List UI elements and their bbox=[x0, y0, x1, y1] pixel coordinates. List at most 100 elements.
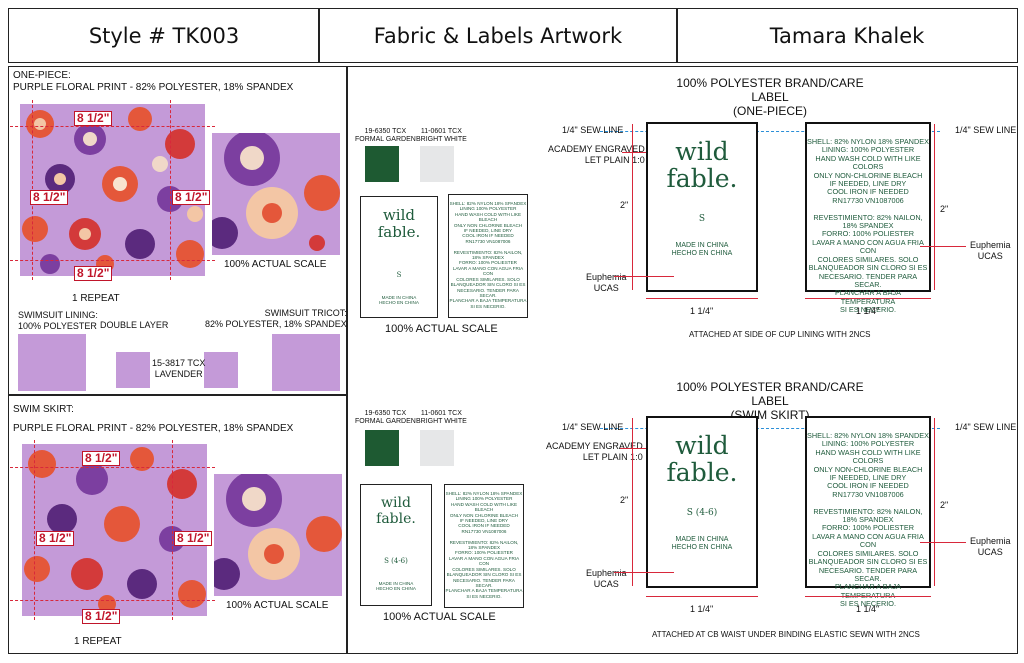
width-label-top-right: 1 1/4" bbox=[856, 306, 880, 316]
brand-size: S bbox=[396, 271, 402, 279]
designer-name: Tamara Khalek bbox=[676, 8, 1018, 63]
care-label-small-bottom: SHELL: 82% NYLON 18% SPANDEX LINING 100%… bbox=[444, 484, 524, 608]
care-label-big-bottom: SHELL: 82% NYLON 18% SPANDEX LINING: 100… bbox=[805, 416, 931, 608]
skirt-guide-top bbox=[10, 467, 215, 468]
floral-pattern-skirt bbox=[24, 447, 206, 613]
swim-skirt-heading: SWIM SKIRT: bbox=[13, 404, 74, 415]
white-code-top: 11-0601 TCX BRIGHT WHITE bbox=[416, 128, 467, 143]
height-guide-top bbox=[632, 124, 633, 290]
engraved-note-top: ACADEMY ENGRAVED LET PLAIN 1:0 bbox=[548, 144, 645, 165]
width-guide-bottom-right bbox=[805, 596, 931, 597]
style-number: Style # TK003 bbox=[8, 8, 320, 63]
green-code-top: 19-6350 TCX FORMAL GARDEN bbox=[355, 128, 416, 143]
skirt-measure-bottom: 8 1/2" bbox=[82, 609, 121, 624]
width-label-bottom-right: 1 1/4" bbox=[856, 604, 880, 614]
sew-line-top bbox=[600, 131, 940, 132]
brand-big-size-b: S (4-6) bbox=[686, 508, 718, 518]
font-leader-bottom-right bbox=[920, 542, 966, 543]
engraved-leader-top bbox=[622, 152, 662, 153]
green-swatch-bottom bbox=[365, 430, 399, 466]
label-spec-title-top: 100% POLYESTER BRAND/CARE LABEL (ONE-PIE… bbox=[676, 76, 864, 118]
height-label-bottom-right: 2" bbox=[940, 500, 949, 510]
brand-big-line1: wild bbox=[675, 137, 729, 166]
width-label-bottom-left: 1 1/4" bbox=[690, 604, 714, 614]
sew-line-label-top-left: 1/4" SEW LINE bbox=[562, 125, 624, 135]
one-piece-actual-scale-print bbox=[212, 133, 340, 255]
brand-big-size: S bbox=[698, 214, 706, 224]
care-text-small-b: SHELL: 82% NYLON 18% SPANDEX LINING 100%… bbox=[445, 491, 523, 599]
brand-line2-b: fable. bbox=[376, 511, 416, 527]
brand-big-line1-b: wild bbox=[675, 431, 729, 460]
measure-top: 8 1/2" bbox=[74, 111, 113, 126]
floral-zoom bbox=[212, 133, 340, 251]
floral-zoom-skirt bbox=[214, 474, 342, 590]
brand-label-small-bottom: wild fable. S (4-6) MADE IN CHINA HECHO … bbox=[360, 484, 432, 606]
care-text-small: SHELL: 82% NYLON 18% SPANDEX LINING 100%… bbox=[449, 201, 527, 309]
brand-label-big-top: wild fable. S MADE IN CHINA HECHO EN CHI… bbox=[646, 122, 758, 292]
sew-line-label-top-right: 1/4" SEW LINE bbox=[955, 125, 1017, 135]
white-swatch-bottom bbox=[420, 430, 454, 466]
care-label-big-top: SHELL: 82% NYLON 18% SPANDEX LINING: 100… bbox=[805, 122, 931, 314]
lavender-zigzag-swatch-2 bbox=[204, 352, 238, 388]
width-guide-bottom-left bbox=[646, 596, 758, 597]
lining-swatch bbox=[18, 334, 86, 391]
sew-line-bottom bbox=[600, 428, 940, 429]
skirt-repeat-label: 1 REPEAT bbox=[74, 636, 122, 647]
care-big-text-b: SHELL: 82% NYLON 18% SPANDEX LINING: 100… bbox=[807, 431, 929, 609]
labels-actual-scale-bottom: 100% ACTUAL SCALE bbox=[383, 611, 496, 623]
skirt-guide-right bbox=[172, 440, 173, 620]
skirt-actual-scale-print bbox=[214, 474, 342, 596]
one-piece-repeat-label: 1 REPEAT bbox=[72, 293, 120, 304]
repeat-guide-right bbox=[170, 100, 171, 280]
lavender-zigzag-swatch-1 bbox=[116, 352, 150, 388]
labels-panel bbox=[346, 66, 1018, 654]
brand-big-line2-b: fable. bbox=[666, 458, 738, 487]
measure-right: 8 1/2" bbox=[172, 190, 211, 205]
brand-label-small-top: wild fable. S MADE IN CHINA HECHO EN CHI… bbox=[360, 196, 438, 318]
brand-line2: fable. bbox=[377, 223, 421, 241]
height-guide-top-right bbox=[934, 124, 935, 290]
swim-skirt-fabric: PURPLE FLORAL PRINT - 82% POLYESTER, 18%… bbox=[13, 423, 294, 434]
white-swatch-top bbox=[420, 146, 454, 182]
one-piece-heading: ONE-PIECE: bbox=[13, 70, 71, 81]
repeat-guide-top bbox=[10, 126, 215, 127]
brand-big-made-in: MADE IN CHINA HECHO EN CHINA bbox=[671, 242, 733, 258]
one-piece-fabric: PURPLE FLORAL PRINT - 82% POLYESTER, 18%… bbox=[13, 82, 294, 93]
labels-actual-scale-top: 100% ACTUAL SCALE bbox=[385, 323, 498, 335]
brand-label-big-bottom: wild fable. S (4-6) MADE IN CHINA HECHO … bbox=[646, 416, 758, 588]
skirt-measure-left: 8 1/2" bbox=[36, 531, 75, 546]
swim-skirt-print-repeat bbox=[22, 444, 207, 616]
sew-line-label-bottom-left: 1/4" SEW LINE bbox=[562, 422, 624, 432]
width-label-top-left: 1 1/4" bbox=[690, 306, 714, 316]
brand-line1-b: wild bbox=[381, 495, 411, 511]
font-note-bottom-right: Euphemia UCAS bbox=[970, 536, 1011, 557]
white-code-bottom: 11-0601 TCX BRIGHT WHITE bbox=[416, 410, 467, 425]
engraved-note-bottom: ACADEMY ENGRAVED LET PLAIN 1:0 bbox=[546, 441, 643, 462]
height-label-bottom: 2" bbox=[620, 495, 629, 505]
brand-big-made-in-b: MADE IN CHINA HECHO EN CHINA bbox=[671, 536, 733, 552]
width-guide-top-left bbox=[646, 298, 758, 299]
brand-line1: wild bbox=[382, 206, 416, 224]
sew-line-label-bottom-right: 1/4" SEW LINE bbox=[955, 422, 1017, 432]
one-piece-panel bbox=[8, 66, 348, 396]
skirt-guide-left bbox=[34, 440, 35, 620]
double-layer-label: DOUBLE LAYER bbox=[100, 320, 169, 330]
green-swatch-top bbox=[365, 146, 399, 182]
lining-title: SWIMSUIT LINING: 100% POLYESTER bbox=[18, 310, 98, 331]
measure-bottom: 8 1/2" bbox=[74, 266, 113, 281]
tricot-swatch bbox=[272, 334, 340, 391]
brand-size-b: S (4-6) bbox=[384, 557, 408, 565]
font-note-top-right: Euphemia UCAS bbox=[970, 240, 1011, 261]
tricot-title: SWIMSUIT TRICOT: 82% POLYESTER, 18% SPAN… bbox=[205, 308, 347, 329]
attach-note-top: ATTACHED AT SIDE OF CUP LINING WITH 2NCS bbox=[689, 330, 871, 339]
care-label-small-top: SHELL: 82% NYLON 18% SPANDEX LINING 100%… bbox=[448, 194, 528, 318]
repeat-guide-bottom bbox=[10, 260, 215, 261]
care-big-text: SHELL: 82% NYLON 18% SPANDEX LINING: 100… bbox=[807, 137, 929, 315]
one-piece-actual-scale-label: 100% ACTUAL SCALE bbox=[224, 259, 327, 270]
brand-made-in: MADE IN CHINA HECHO EN CHINA bbox=[379, 295, 419, 306]
skirt-actual-scale-label: 100% ACTUAL SCALE bbox=[226, 600, 329, 611]
height-label-top: 2" bbox=[620, 200, 629, 210]
skirt-measure-right: 8 1/2" bbox=[174, 531, 213, 546]
brand-big-line2: fable. bbox=[666, 164, 738, 193]
attach-note-bottom: ATTACHED AT CB WAIST UNDER BINDING ELAST… bbox=[652, 630, 920, 639]
